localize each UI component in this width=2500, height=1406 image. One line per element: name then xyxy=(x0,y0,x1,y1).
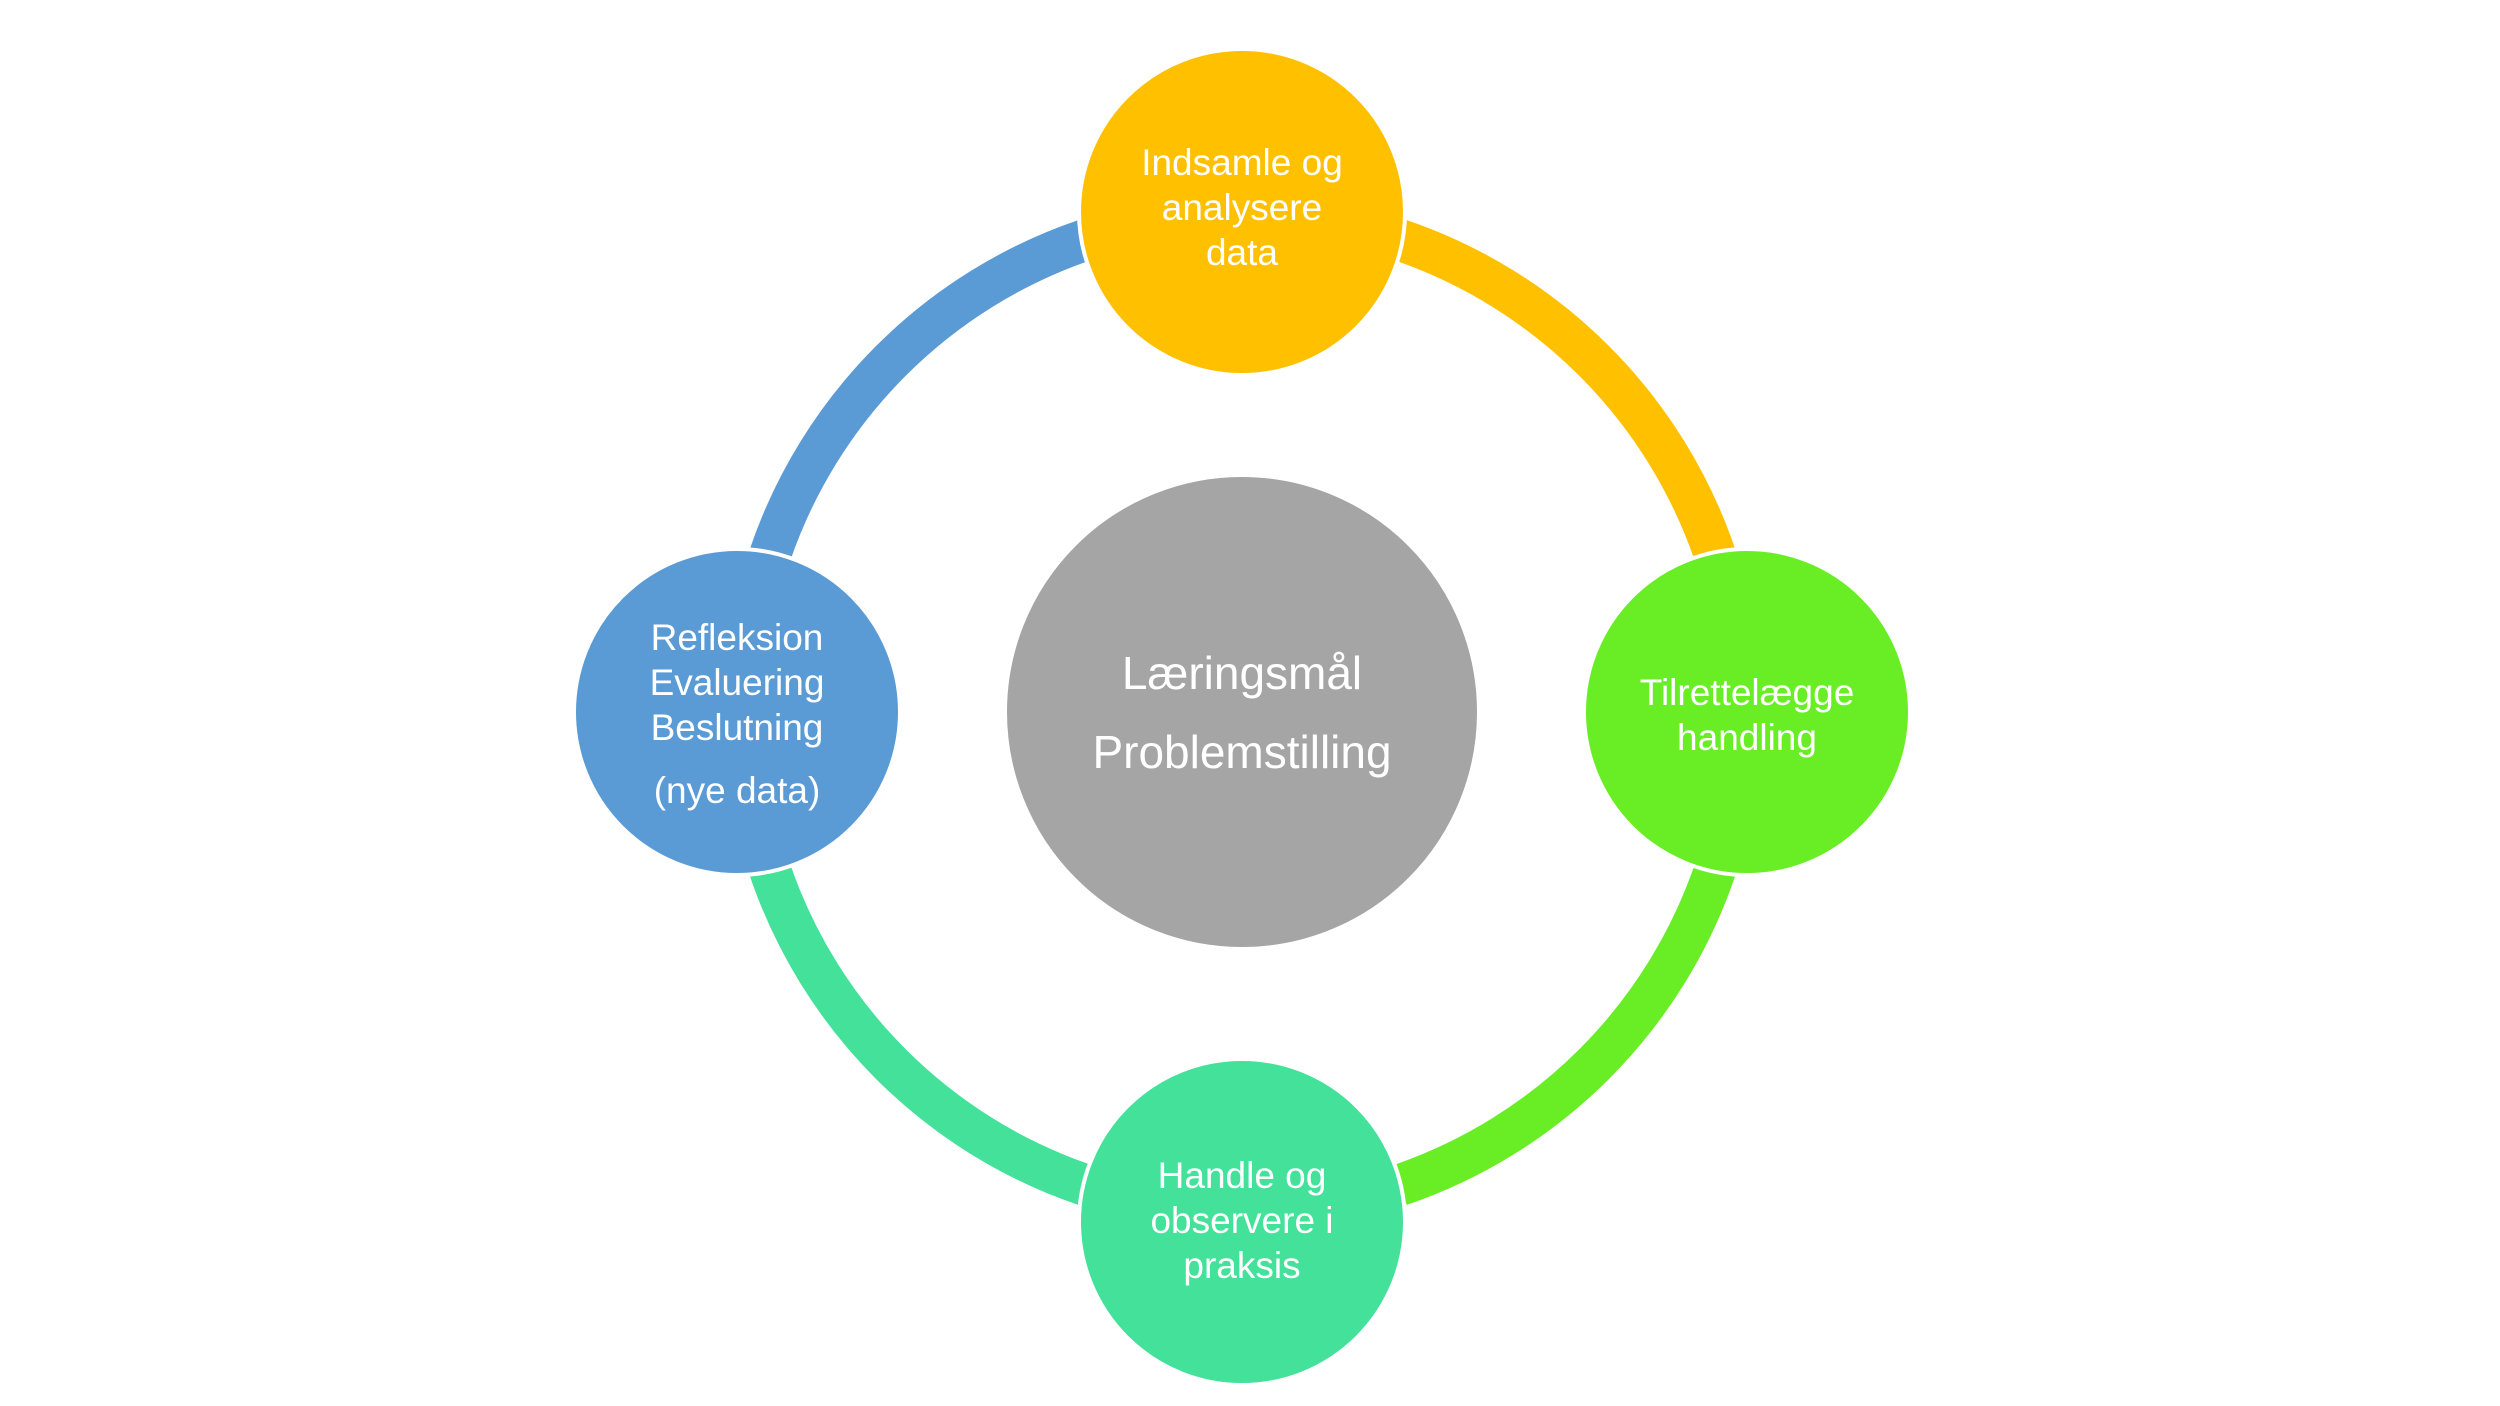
node-bottom-label-line-2: observere i xyxy=(1150,1200,1333,1241)
node-right-label-line-1: Tilrettelægge xyxy=(1640,672,1855,713)
node-top-label-line-2: analysere xyxy=(1162,187,1322,228)
arc-left-top xyxy=(750,220,1092,562)
center-circle xyxy=(1003,473,1481,951)
node-right: Tilrettelægge handling xyxy=(1582,547,1912,877)
arc-bottom-left xyxy=(750,863,1092,1205)
node-top-circle xyxy=(1077,47,1407,377)
node-right-circle xyxy=(1582,547,1912,877)
node-left-label-line-3: Beslutning xyxy=(651,707,824,748)
arc-right-bottom xyxy=(1393,863,1735,1205)
center-label-line-2: Problemstilling xyxy=(1092,726,1391,778)
node-bottom: Handle og observere i praksis xyxy=(1077,1057,1407,1387)
node-left-label-line-4: (nye data) xyxy=(654,770,821,811)
node-top: Indsamle og analysere data xyxy=(1077,47,1407,377)
node-right-label-line-2: handling xyxy=(1677,717,1817,758)
center-label-line-1: Læringsmål xyxy=(1122,647,1362,699)
center-node: Læringsmål Problemstilling xyxy=(1003,473,1481,951)
node-left-circle xyxy=(572,547,902,877)
node-left-label-line-2: Evaluering xyxy=(650,662,825,703)
ring xyxy=(750,220,1735,1205)
node-top-label-line-1: Indsamle og xyxy=(1141,142,1343,183)
arc-top-right xyxy=(1393,220,1735,562)
node-bottom-circle xyxy=(1077,1057,1407,1387)
node-bottom-label-line-3: praksis xyxy=(1183,1245,1300,1286)
node-left: Refleksion Evaluering Beslutning (nye da… xyxy=(572,547,902,877)
node-top-label-line-3: data xyxy=(1206,232,1278,273)
node-bottom-label-line-1: Handle og xyxy=(1158,1155,1327,1196)
node-left-label-line-1: Refleksion xyxy=(651,617,824,658)
